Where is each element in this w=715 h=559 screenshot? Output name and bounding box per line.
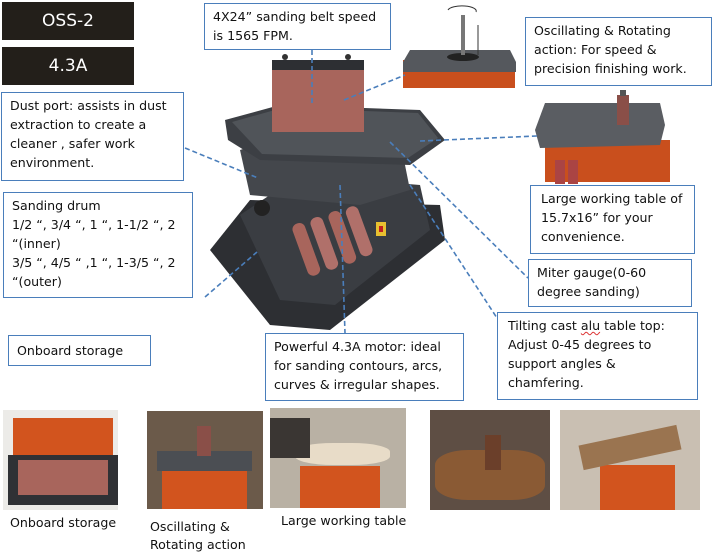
caption-onboard-storage: Onboard storage [10, 515, 117, 530]
callout-motor: Powerful 4.3A motor: ideal for sanding c… [265, 333, 464, 401]
callout-sanding-drum: Sanding drum 1/2 “, 3/4 “, 1 “, 1-1/2 “,… [3, 192, 193, 298]
leader-lines [184, 50, 538, 334]
sanding-belt [272, 68, 364, 132]
callout-miter-gauge: Miter gauge(0-60 degree sanding) [528, 259, 692, 307]
callout-dust-port: Dust port: assists in dust extraction to… [1, 92, 184, 181]
drum-outer-sizes: 3/5 “, 4/5 “ ,1 “, 1-3/5 “, 2 “(outer) [12, 255, 176, 289]
tilting-text-2: table top: Adjust 0-45 degrees to suppor… [508, 318, 665, 390]
sanding-drums [292, 206, 373, 276]
oscillating-detail [403, 5, 516, 88]
caption-working-table: Large working table [281, 513, 407, 528]
callout-onboard-storage: Onboard storage [8, 335, 151, 366]
drum-title: Sanding drum [12, 198, 101, 213]
callout-working-table: Large working table of 15.7x16” for your… [530, 185, 695, 254]
amperage-tag: 4.3A [2, 47, 134, 85]
photo-onboard-storage [3, 410, 118, 510]
caption-oscillating: Oscillating & Rotating action [150, 519, 246, 552]
photo-working-table [270, 408, 406, 508]
callout-belt-speed: 4X24” sanding belt speed is 1565 FPM. [204, 3, 391, 50]
callout-oscillating: Oscillating & Rotating action: For speed… [525, 17, 712, 86]
tilting-text-1: Tilting cast [508, 318, 581, 333]
tilting-text-alu: alu [580, 318, 601, 333]
model-tag: OSS-2 [2, 2, 134, 40]
callout-tilting-table: Tilting cast alu table top: Adjust 0-45 … [497, 312, 698, 400]
photo-tilting-table [560, 410, 700, 510]
knob [254, 200, 270, 216]
drum-inner-sizes: 1/2 “, 3/4 “, 1 “, 1-1/2 “, 2 “(inner) [12, 217, 176, 251]
table-detail [535, 90, 670, 184]
photo-oscillating [147, 411, 263, 509]
photo-sanding-workpiece [430, 410, 550, 510]
